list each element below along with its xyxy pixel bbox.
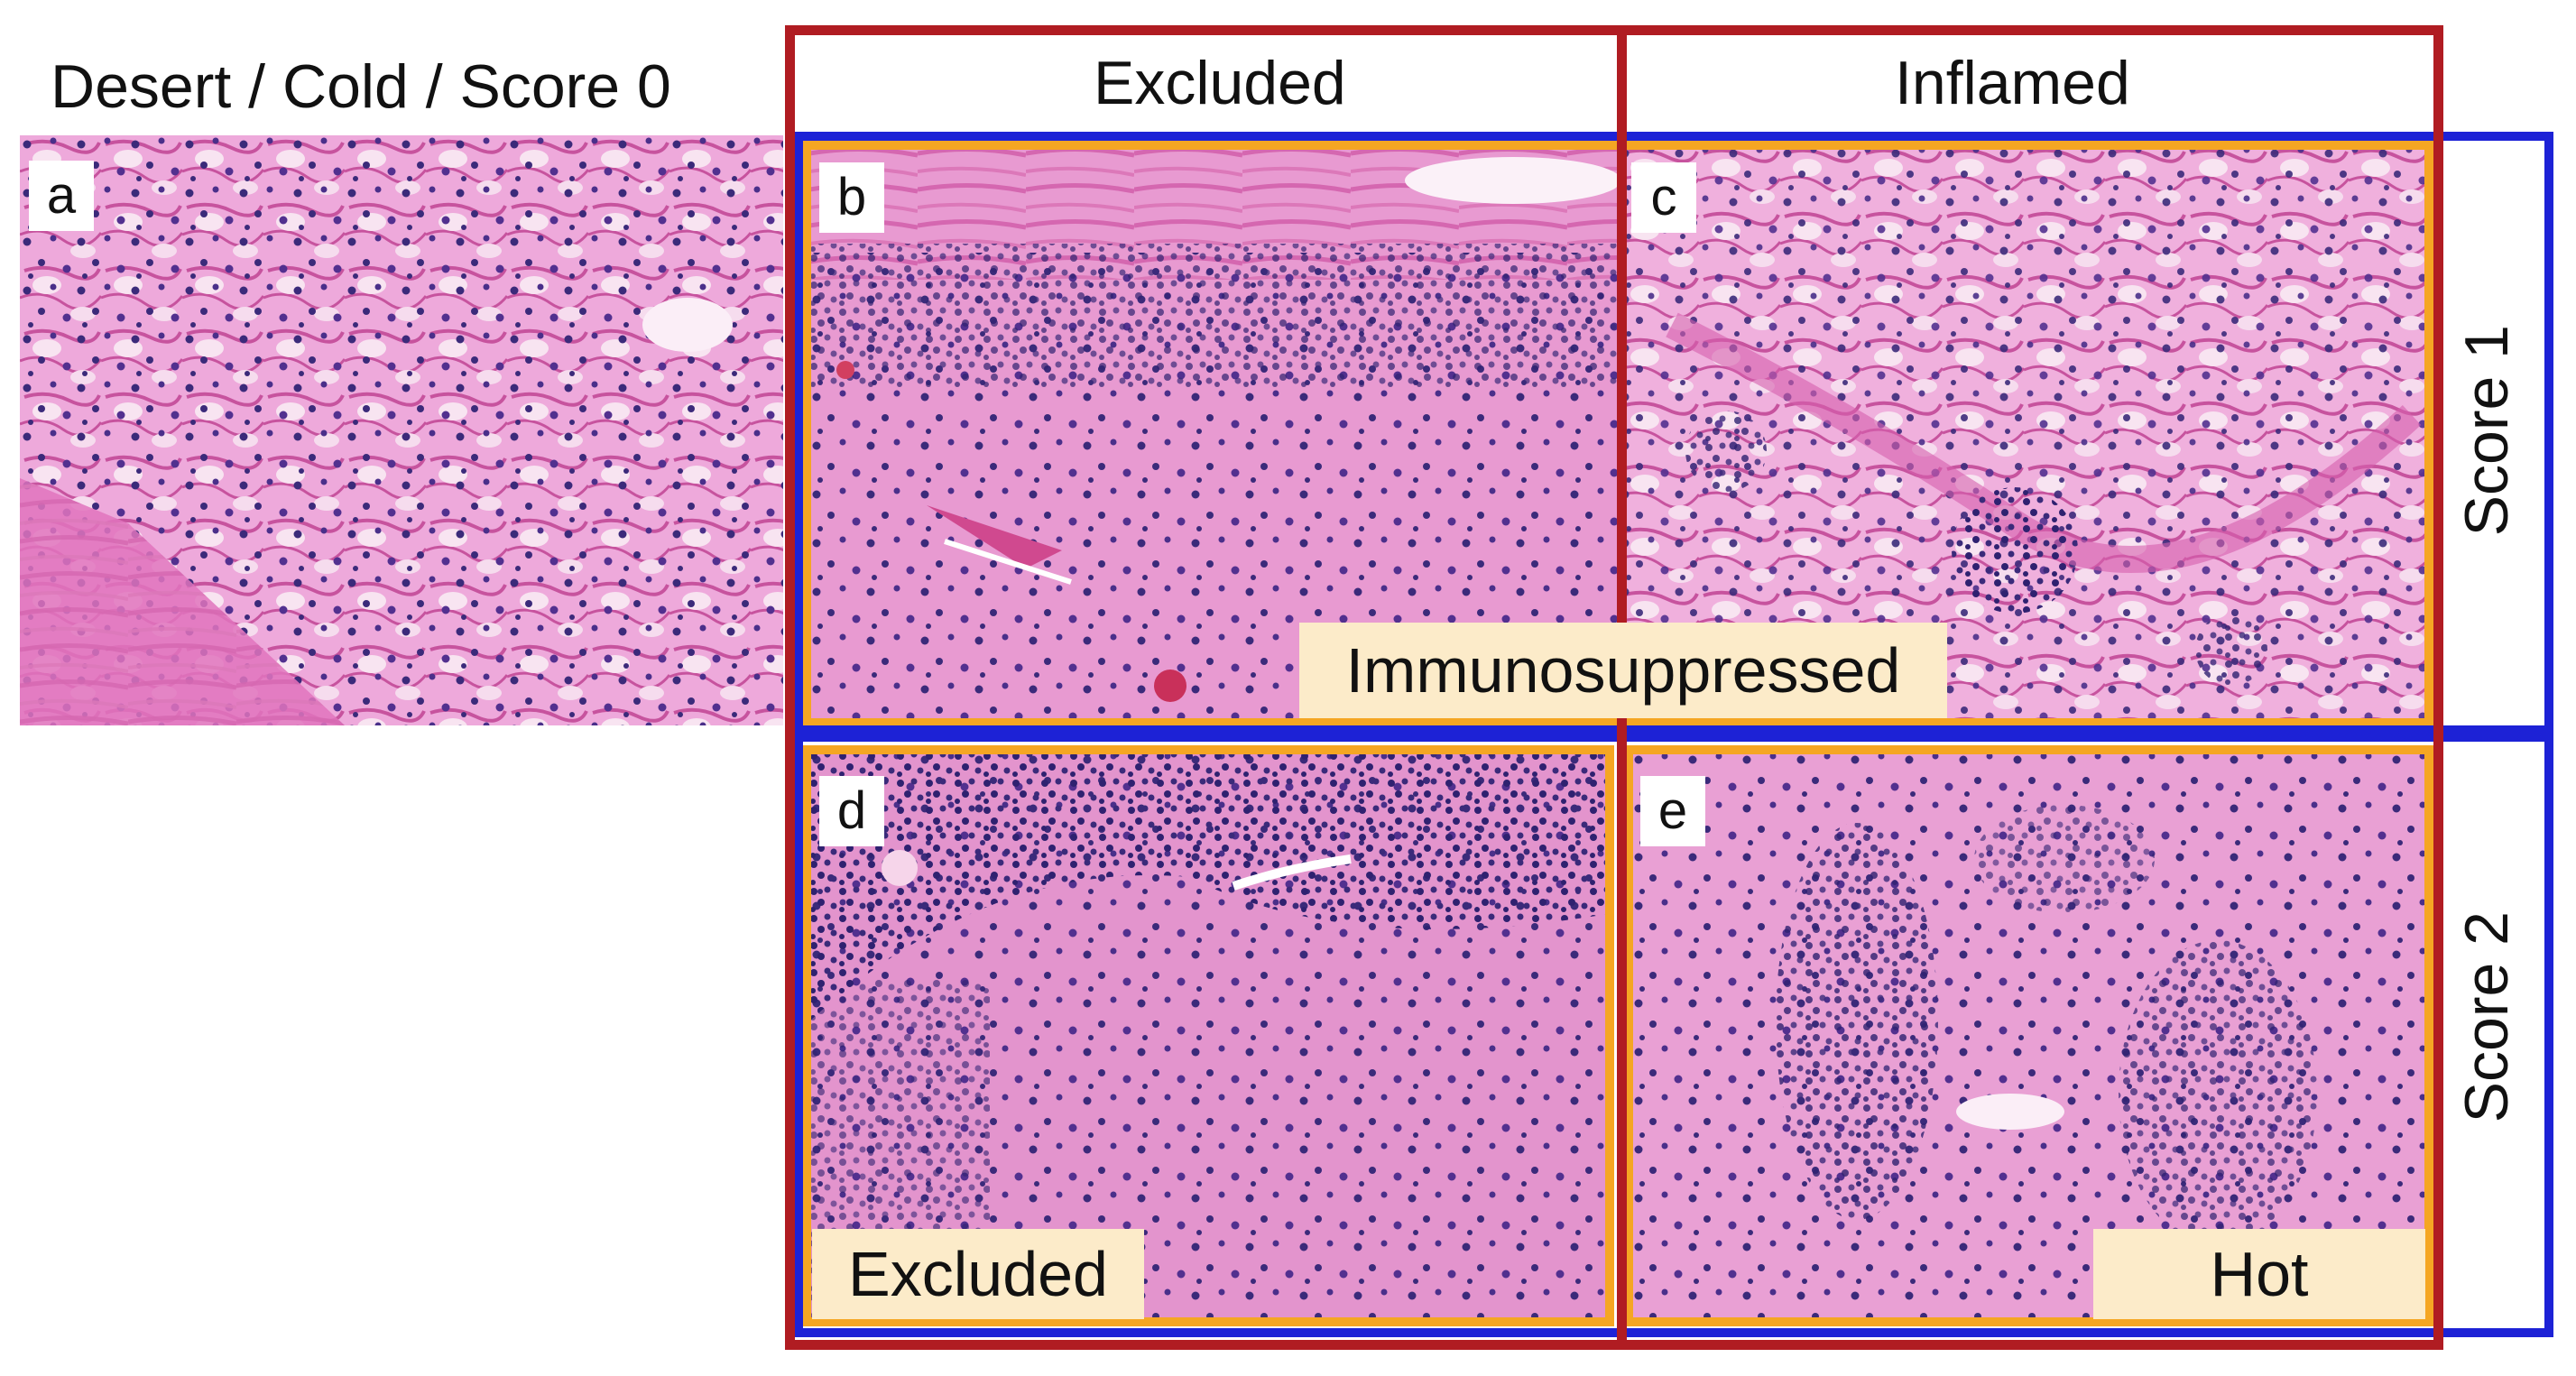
header-desert: Desert / Cold / Score 0 (51, 52, 671, 121)
row-label-score2: Score 2 (2452, 911, 2521, 1123)
header-excluded: Excluded (1094, 49, 1346, 117)
histology-image-c (1618, 144, 2430, 722)
panel-label-e: e (1640, 776, 1705, 846)
tag-immunosuppressed: Immunosuppressed (1299, 623, 1947, 718)
tag-hot: Hot (2093, 1229, 2425, 1319)
histology-image-b (809, 144, 1618, 722)
panel-label-b: b (819, 162, 884, 233)
histology-image-a (20, 135, 783, 725)
panel-label-c: c (1631, 162, 1696, 233)
header-inflamed: Inflamed (1895, 49, 2130, 117)
panel-label-d: d (819, 776, 884, 846)
histology-image-e (1631, 751, 2430, 1319)
panel-label-a: a (29, 161, 94, 231)
row-label-score1: Score 1 (2452, 325, 2521, 537)
histology-image-d (809, 751, 1612, 1319)
tag-excluded: Excluded (812, 1229, 1144, 1319)
